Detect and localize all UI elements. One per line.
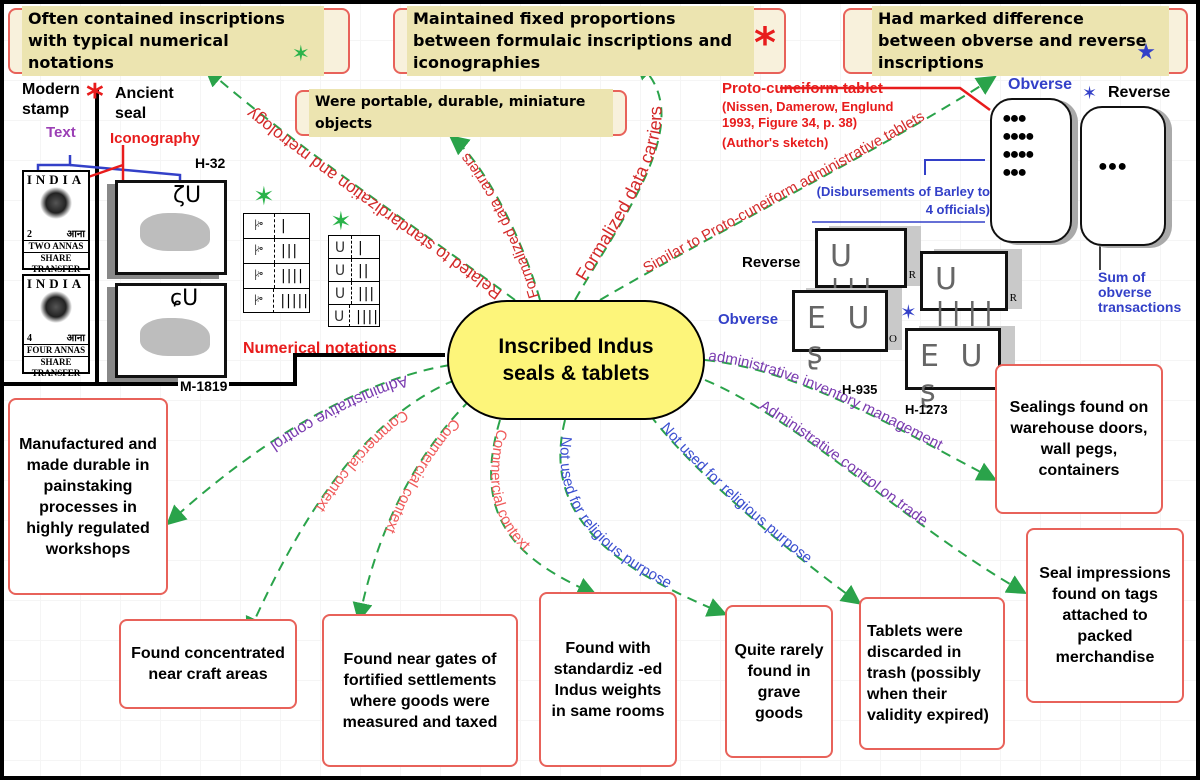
box-fortified-gates: Found near gates of fortified settlement… — [322, 614, 518, 767]
tablet-pointer — [780, 86, 991, 112]
tablet-h935-reverse: U ||| R — [815, 228, 916, 309]
box-craft-areas: Found concentrated near craft areas — [119, 619, 297, 709]
tally-dots-icon: ●●●●●●●●●●●●●● — [1002, 110, 1035, 181]
box-grave-goods: Quite rarely found in grave goods — [725, 605, 833, 758]
tablet-reverse: ●●● — [1080, 106, 1166, 246]
sketch-note: (Author's sketch) — [722, 135, 829, 150]
box-weights: Found with standardiz -ed Indus weights … — [539, 592, 677, 767]
link-craft-areas — [249, 379, 456, 631]
mini-id-h1273: H-1273 — [905, 402, 948, 417]
mini-reverse-label: Reverse — [742, 254, 801, 271]
link-label: Not used for religious purpose — [556, 436, 674, 592]
mini-obverse-label: Obverse — [718, 311, 779, 328]
tablet-h1273-obverse: E U ʂ O — [905, 328, 1010, 409]
tablet-h1273-reverse: U |||| R — [920, 251, 1017, 332]
box-fixed-proportions: Maintained fixed proportions between for… — [393, 6, 786, 76]
green-star-icon: ✶ — [253, 181, 275, 211]
disbursements-note: (Disbursements of Barley to 4 officials) — [816, 184, 990, 217]
reverse-label: Reverse — [1108, 84, 1171, 101]
seal-m1819: ɕU — [115, 283, 227, 378]
panel-divider-line — [4, 353, 445, 386]
seal-glyphs: ζU — [173, 183, 202, 208]
green-star-icon: ✶ — [330, 206, 352, 236]
ancient-seal-label: Ancient seal — [115, 85, 174, 122]
obverse-label: Obverse — [1008, 76, 1073, 93]
box-numerical-notations: Often contained inscriptions with typica… — [8, 6, 350, 76]
seal-id-m1819: M-1819 — [178, 378, 230, 394]
disbursement-pointer — [924, 159, 985, 175]
sum-note: Sum of obverse transactions — [1098, 269, 1182, 315]
box-trash: Tablets were discarded in trash (possibl… — [859, 597, 1005, 750]
proto-cuneiform-title: Proto-cuneiform tablet — [722, 80, 883, 97]
seal-h32: ζU — [115, 180, 227, 275]
tally-dots-icon: ●●● — [1098, 158, 1127, 175]
emblem-icon — [32, 291, 80, 331]
emblem-icon — [32, 187, 80, 227]
seal-id-h32: H-32 — [195, 155, 226, 171]
tablet-obverse: ●●●●●●●●●●●●●● — [990, 98, 1072, 243]
numeral-table-a: ꔶ| ꔶ||| ꔶ|||| ꔶ||||| — [243, 213, 310, 313]
numerical-notations-label: Numerical notations — [243, 340, 397, 357]
box-warehouse: Sealings found on warehouse doors, wall … — [995, 364, 1163, 514]
modern-stamp-label: Modern stamp — [22, 81, 80, 118]
box-workshops: Manufactured and made durable in painsta… — [8, 398, 168, 595]
iconography-label: Iconography — [110, 130, 201, 147]
central-node[interactable]: Inscribed Indus seals & tablets — [447, 300, 705, 420]
tablet-h935-obverse: E U ʂ O — [792, 290, 897, 371]
numeral-table-b: U| U|| U||| U|||| — [328, 235, 380, 327]
blue-star-icon: ★ — [1136, 40, 1156, 65]
bull-icon — [140, 213, 210, 251]
blue-star-icon: ✶ — [900, 302, 917, 324]
red-asterisk-icon: * — [86, 77, 104, 117]
citation: (Nissen, Damerow, Englund 1993, Figure 3… — [722, 99, 894, 130]
seal-glyphs: ɕU — [170, 286, 199, 311]
link-label: Not used for religious purpose — [657, 419, 815, 566]
bull-icon — [140, 318, 210, 356]
box-portable: Were portable, durable, miniature object… — [295, 89, 627, 137]
mini-id-h935: H-935 — [842, 382, 878, 397]
red-asterisk-icon: * — [754, 18, 776, 67]
box-tags: Seal impressions found on tags attached … — [1026, 528, 1184, 703]
green-star-icon: ✶ — [291, 42, 310, 67]
box-obverse-reverse: Had marked difference between obverse an… — [843, 6, 1188, 76]
blue-star-icon: ✶ — [1082, 83, 1098, 103]
text-label: Text — [46, 124, 76, 141]
link-label: Commercial context — [487, 428, 534, 555]
